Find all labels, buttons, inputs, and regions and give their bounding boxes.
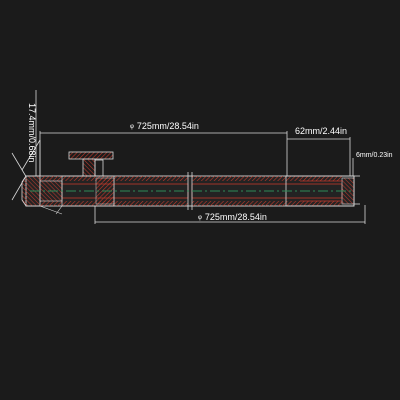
overall-length-bottom-value: 725mm/28.54in (204, 212, 267, 222)
leader-lines (39, 205, 63, 215)
valve-knob (68, 151, 114, 177)
end-section-dimension-line (287, 137, 351, 176)
end-section-length-label: 62mm/2.44in (295, 126, 348, 136)
diameter-symbol-bottom: φ (198, 215, 202, 221)
diameter-symbol-top: φ (130, 124, 134, 130)
wall-thickness-label: 6mm/0.23in (356, 152, 393, 159)
outer-diameter-label: 17.4mm/0.68in (27, 103, 37, 163)
overall-length-top-value: 725mm/28.54in (136, 121, 199, 131)
bottom-length-dimension-line (94, 205, 366, 224)
